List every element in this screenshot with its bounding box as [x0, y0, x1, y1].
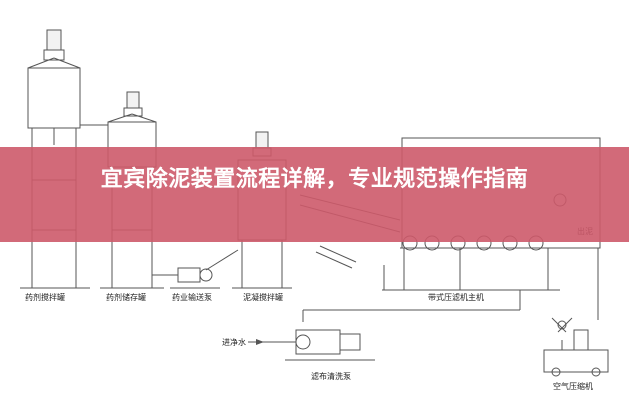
title-banner: 宜宾除泥装置流程详解，专业规范操作指南	[0, 147, 629, 242]
label-dosing-pump: 药业输送泵	[172, 293, 212, 302]
label-storage-tank: 药剂储存罐	[106, 293, 146, 302]
label-water-inlet: 进净水	[222, 338, 246, 347]
label-cleaning-pump: 滤布清洗泵	[311, 372, 351, 381]
label-belt-press: 带式压滤机主机	[428, 293, 484, 302]
cleaning-pump	[248, 290, 521, 361]
label-air-compressor: 空气压缩机	[553, 382, 593, 391]
label-mixing-tank: 泥凝搅拌罐	[243, 293, 283, 302]
water-inlet-arrow	[256, 339, 264, 345]
air-compressor	[543, 317, 609, 377]
dosing-pump	[152, 267, 220, 289]
page-title: 宜宾除泥装置流程详解，专业规范操作指南	[100, 167, 529, 192]
label-dosing-tank: 药剂搅拌罐	[25, 293, 65, 302]
